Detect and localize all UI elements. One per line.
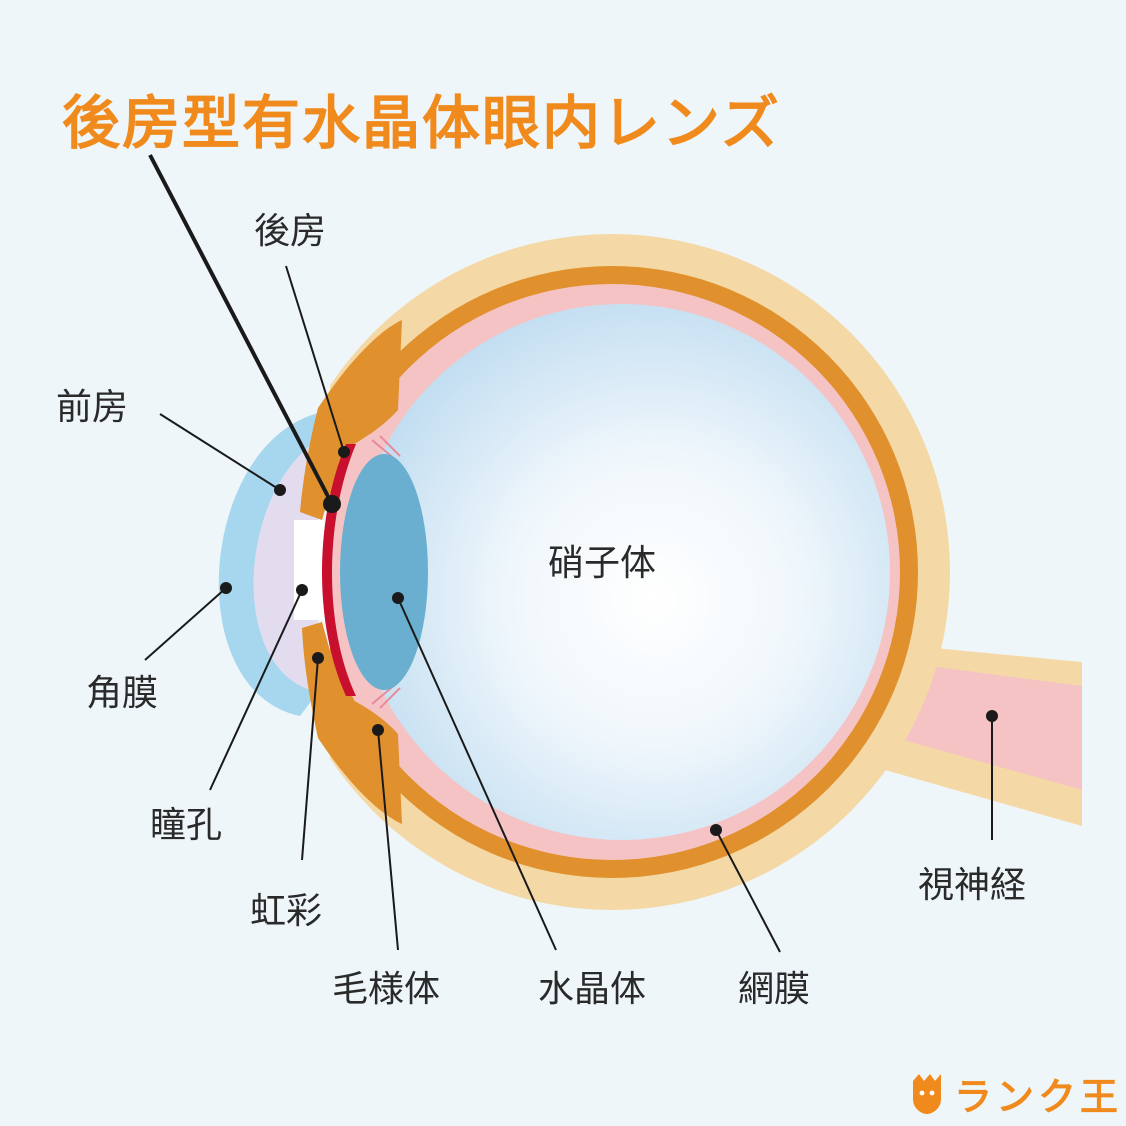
ciliary-body-lower xyxy=(302,622,402,824)
crown-lion-icon xyxy=(913,1074,941,1114)
ciliary-body-upper xyxy=(300,320,402,520)
cornea xyxy=(218,412,336,716)
label-ciliary-body: 毛様体 xyxy=(332,969,441,1010)
leader-dots xyxy=(220,446,998,836)
label-vitreous-body: 硝子体 xyxy=(548,543,657,584)
leader-lines xyxy=(144,154,993,953)
label-anterior-chamber: 前房 xyxy=(56,387,129,428)
diagram-title: 後房型有水晶体眼内レンズ xyxy=(62,89,781,157)
label-iris: 虹彩 xyxy=(250,891,323,932)
vitreous-body xyxy=(354,304,890,840)
brand-logo-text: ランク王 xyxy=(954,1074,1123,1119)
label-lens: 水晶体 xyxy=(538,969,647,1010)
pupil-area xyxy=(294,520,324,620)
label-optic-nerve: 視神経 xyxy=(918,865,1027,906)
label-cornea: 角膜 xyxy=(86,673,159,714)
crystalline-lens xyxy=(340,454,428,690)
label-retina: 網膜 xyxy=(738,969,811,1010)
label-pupil: 瞳孔 xyxy=(150,805,223,846)
label-posterior-chamber: 後房 xyxy=(254,211,327,252)
brand-logo: ランク王 xyxy=(910,1068,1123,1119)
